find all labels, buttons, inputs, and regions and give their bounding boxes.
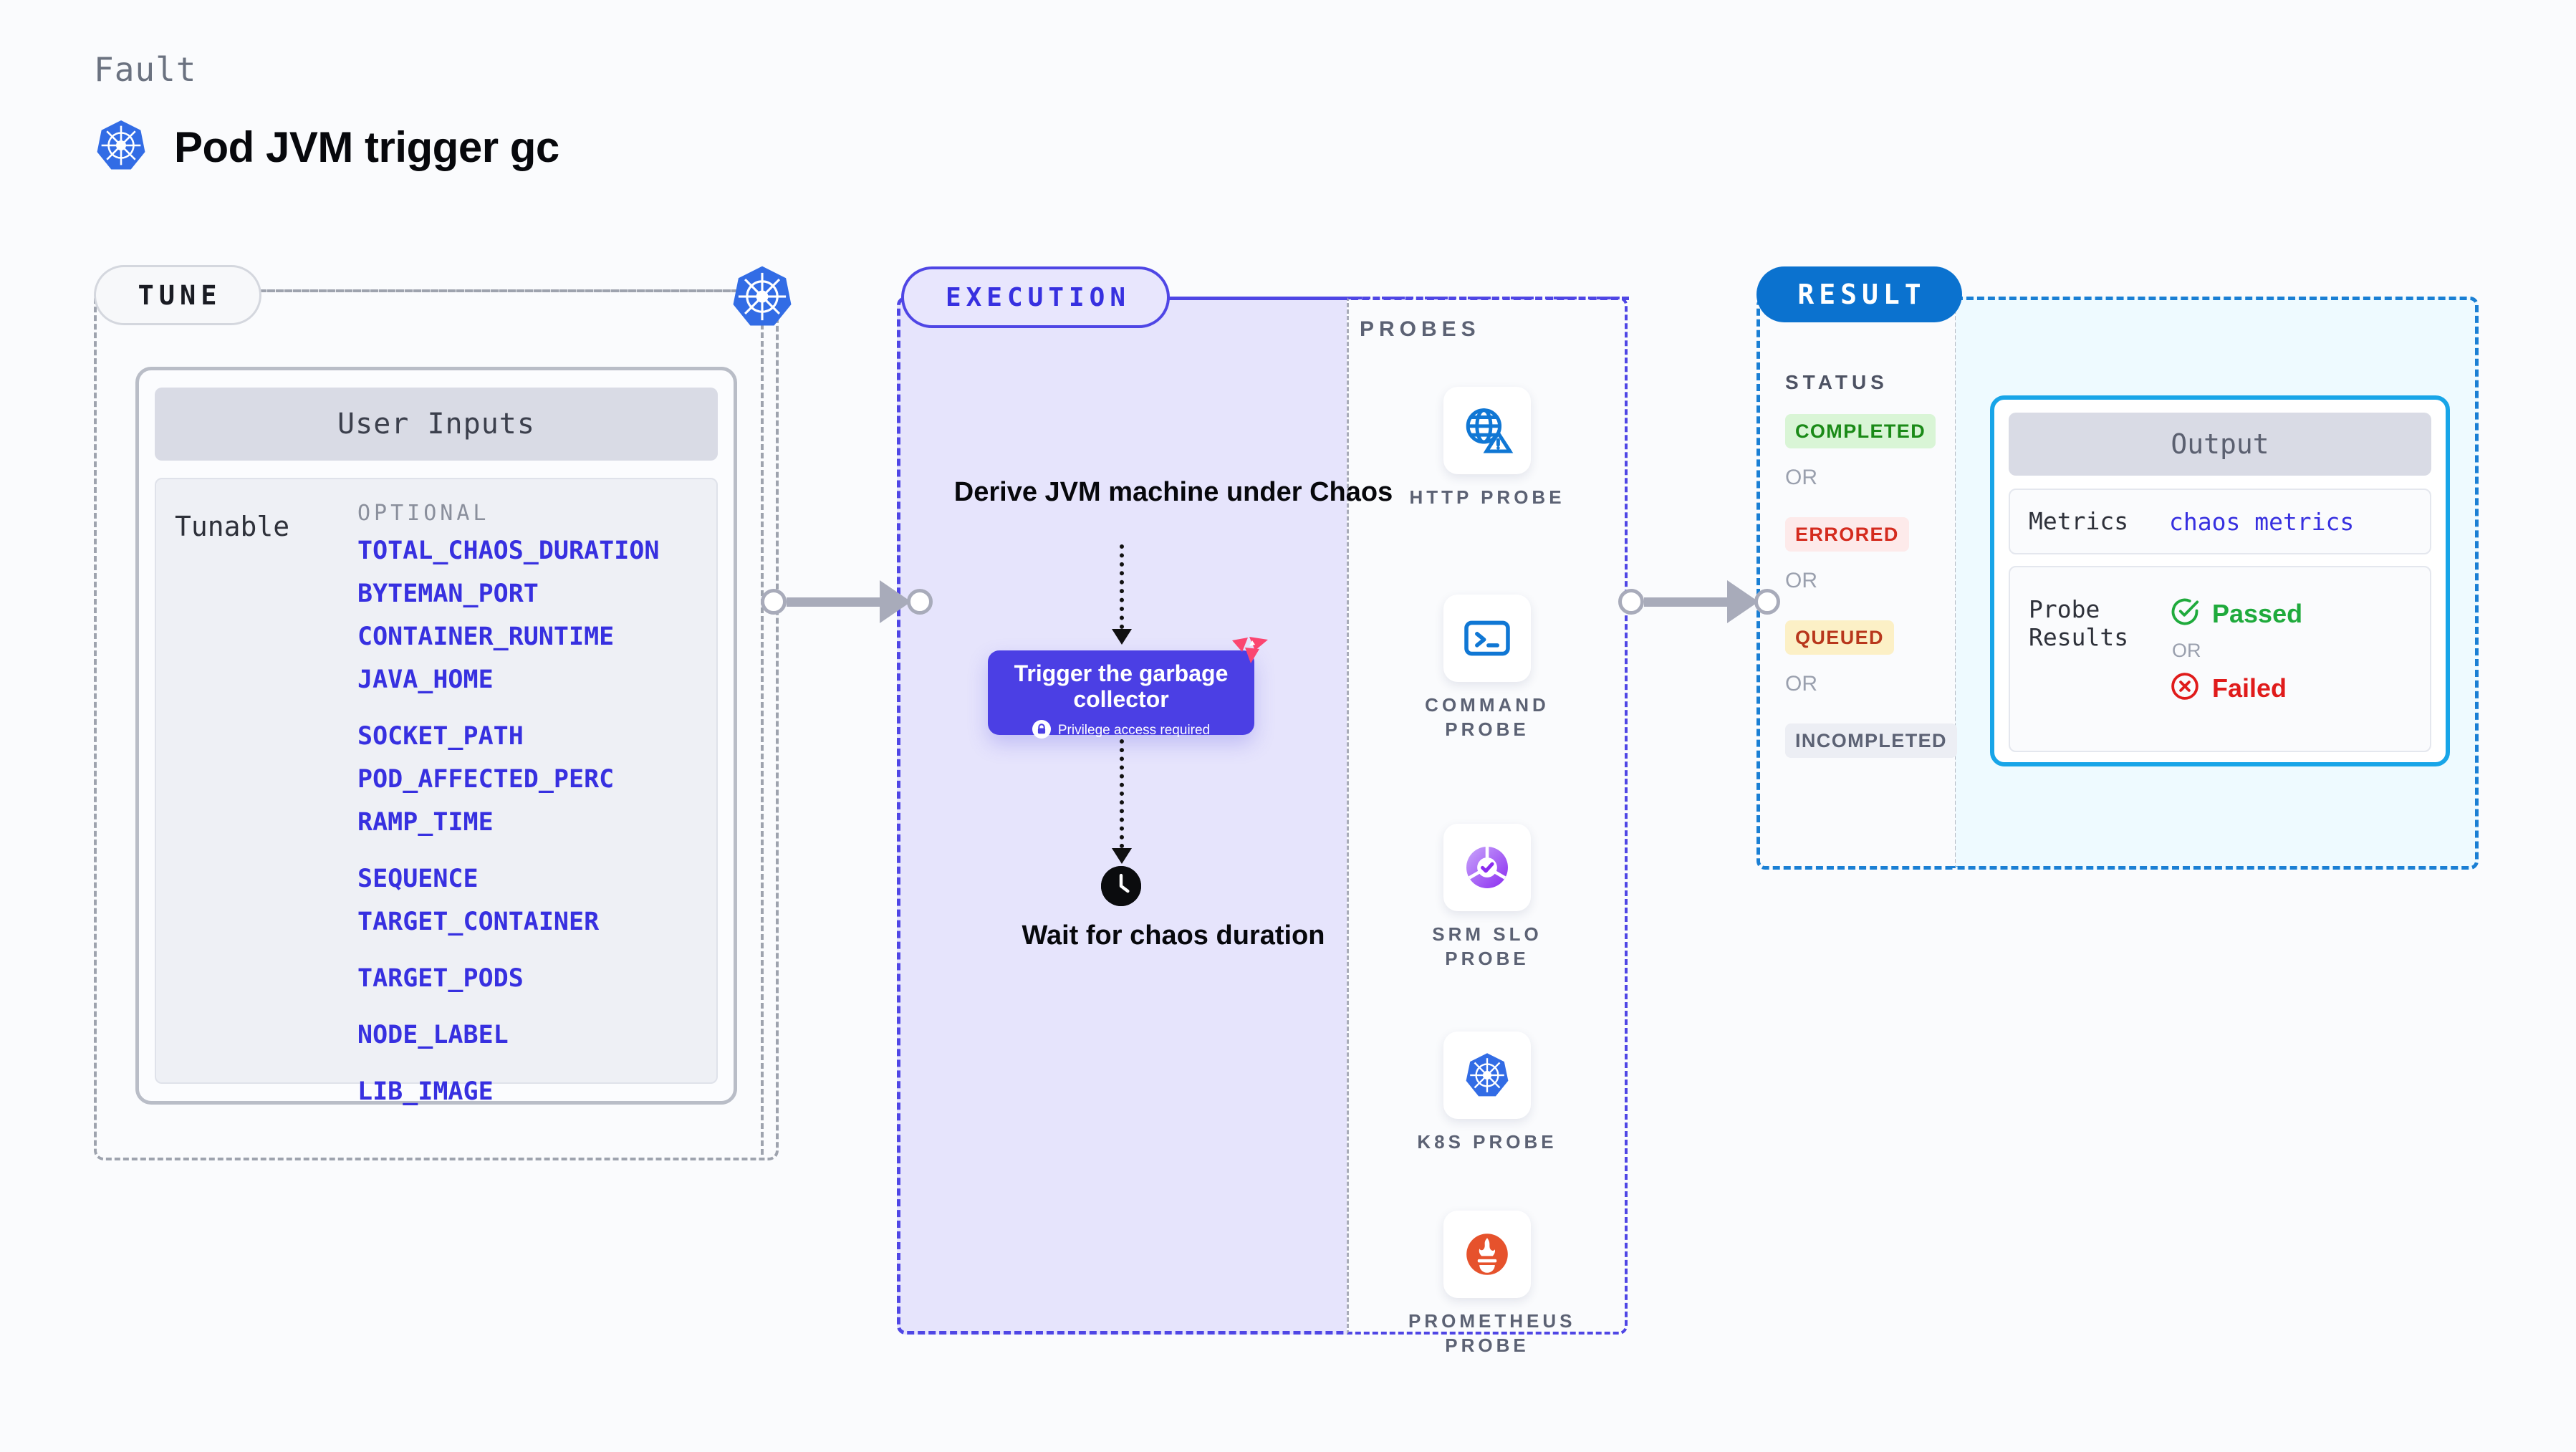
probe-label: K8S PROBE <box>1417 1131 1557 1153</box>
metrics-key: Metrics <box>2029 506 2129 535</box>
user-inputs-title: User Inputs <box>155 388 718 461</box>
probe-item-http[interactable]: HTTP PROBE <box>1408 387 1566 510</box>
privilege-note-row: Privilege access required <box>1001 719 1241 742</box>
probe-label: PROMETHEUS PROBE <box>1408 1310 1576 1356</box>
status-or-label: OR <box>1785 569 1817 592</box>
metrics-row: Metrics chaos metrics <box>2009 489 2431 554</box>
status-badge-incompleted: INCOMPLETED <box>1785 723 1957 758</box>
connector-dot <box>907 589 933 615</box>
failed-label: Failed <box>2212 673 2287 703</box>
page-title: Pod JVM trigger gc <box>174 123 559 171</box>
probe-item-srm-slo[interactable]: SRM SLO PROBE <box>1408 824 1566 971</box>
user-inputs-card: User Inputs Tunable OPTIONAL TOTAL_CHAOS… <box>135 367 737 1105</box>
probe-item-command[interactable]: COMMAND PROBE <box>1408 595 1566 742</box>
tunable-item[interactable]: RAMP_TIME <box>357 808 494 837</box>
tunable-item[interactable]: TARGET_CONTAINER <box>357 908 600 936</box>
tunable-item[interactable]: JAVA_HOME <box>357 665 494 694</box>
privilege-note-text: Privilege access required <box>1057 723 1211 739</box>
passed-label: Passed <box>2212 598 2303 628</box>
flow-dotted-line <box>1120 739 1124 848</box>
status-badge-queued: QUEUED <box>1785 620 1894 655</box>
tunable-item[interactable]: SEQUENCE <box>357 865 479 893</box>
status-or-label: OR <box>1785 466 1817 489</box>
tunable-item[interactable]: LIB_IMAGE <box>357 1077 494 1106</box>
connector-line <box>787 597 881 607</box>
tunable-item[interactable]: NODE_LABEL <box>357 1021 509 1049</box>
status-badge-completed: COMPLETED <box>1785 414 1936 448</box>
probe-item-k8s[interactable]: K8S PROBE <box>1408 1032 1566 1155</box>
flow-dotted-line <box>1120 544 1124 629</box>
page-eyebrow: Fault <box>94 50 197 89</box>
kubernetes-icon <box>729 264 795 330</box>
lock-icon <box>1032 719 1051 742</box>
globe-warning-icon <box>1443 387 1531 474</box>
probe-results-row: Probe Results Passed OR <box>2009 566 2431 752</box>
metrics-value[interactable]: chaos metrics <box>2169 507 2355 536</box>
status-title: STATUS <box>1785 371 1888 393</box>
output-card: Output Metrics chaos metrics Probe Resul… <box>1990 395 2450 766</box>
execution-stage-badge[interactable]: EXECUTION <box>901 266 1170 328</box>
x-circle-icon <box>2169 670 2201 706</box>
probe-results-values: Passed OR Failed <box>2169 596 2411 751</box>
connector-arrowhead <box>880 580 911 623</box>
tune-dashed-connector-top <box>252 289 731 292</box>
probe-result-or-label: OR <box>2172 640 2201 661</box>
probes-title: PROBES <box>1360 317 1481 341</box>
probe-label: SRM SLO PROBE <box>1432 923 1542 969</box>
connector-arrowhead <box>1727 580 1759 623</box>
kubernetes-icon <box>1443 1032 1531 1119</box>
tune-stage-badge[interactable]: TUNE <box>94 265 261 325</box>
tunable-item[interactable]: BYTEMAN_PORT <box>357 580 539 608</box>
probe-result-passed: Passed <box>2169 596 2411 631</box>
probes-dashed-connector-top <box>1156 297 1629 300</box>
srm-slo-icon <box>1443 824 1531 911</box>
litmus-logo-icon <box>1231 636 1269 666</box>
terminal-icon <box>1443 595 1531 682</box>
status-or-label: OR <box>1785 672 1817 696</box>
probe-item-prometheus[interactable]: PROMETHEUS PROBE <box>1408 1211 1576 1358</box>
execution-step-wait: Wait for chaos duration <box>1022 920 1325 951</box>
flow-arrowhead <box>1112 848 1132 864</box>
execution-step-derive: Derive JVM machine under Chaos <box>953 477 1393 507</box>
gc-card-title: Trigger the garbage collector <box>1014 660 1229 713</box>
probe-label: HTTP PROBE <box>1409 486 1565 508</box>
tune-dashed-connector-right <box>761 324 764 1155</box>
connector-tune-to-execution <box>761 580 933 623</box>
tunable-label: Tunable <box>175 511 290 542</box>
probe-results-key: Probe Results <box>2029 595 2129 651</box>
clock-icon <box>1101 866 1141 906</box>
probe-result-failed: Failed <box>2169 670 2411 706</box>
tunable-list: OPTIONAL TOTAL_CHAOS_DURATION BYTEMAN_PO… <box>357 501 698 1105</box>
page-title-row: Pod JVM trigger gc <box>94 118 559 176</box>
connector-line <box>1644 597 1729 607</box>
optional-label: OPTIONAL <box>357 501 490 526</box>
tunable-item[interactable]: TOTAL_CHAOS_DURATION <box>357 537 660 565</box>
connector-dot <box>761 589 787 615</box>
check-circle-icon <box>2169 596 2201 631</box>
tunable-item[interactable]: SOCKET_PATH <box>357 722 524 751</box>
output-title: Output <box>2009 413 2431 476</box>
prometheus-icon <box>1443 1211 1531 1298</box>
connector-execution-to-result <box>1618 580 1780 623</box>
status-badge-errored: ERRORED <box>1785 517 1909 552</box>
tunable-item[interactable]: POD_AFFECTED_PERC <box>357 765 615 794</box>
trigger-garbage-collector-card[interactable]: Trigger the garbage collector Privilege … <box>988 650 1254 739</box>
connector-dot <box>1754 589 1780 615</box>
flow-arrowhead <box>1112 629 1132 645</box>
tunable-item[interactable]: CONTAINER_RUNTIME <box>357 622 615 651</box>
probe-label: COMMAND PROBE <box>1425 694 1549 740</box>
result-stage-badge[interactable]: RESULT <box>1756 266 1962 322</box>
tunable-panel: Tunable OPTIONAL TOTAL_CHAOS_DURATION BY… <box>155 478 718 1105</box>
connector-dot <box>1618 589 1644 615</box>
kubernetes-icon <box>94 118 148 176</box>
tunable-item[interactable]: TARGET_PODS <box>357 964 524 993</box>
